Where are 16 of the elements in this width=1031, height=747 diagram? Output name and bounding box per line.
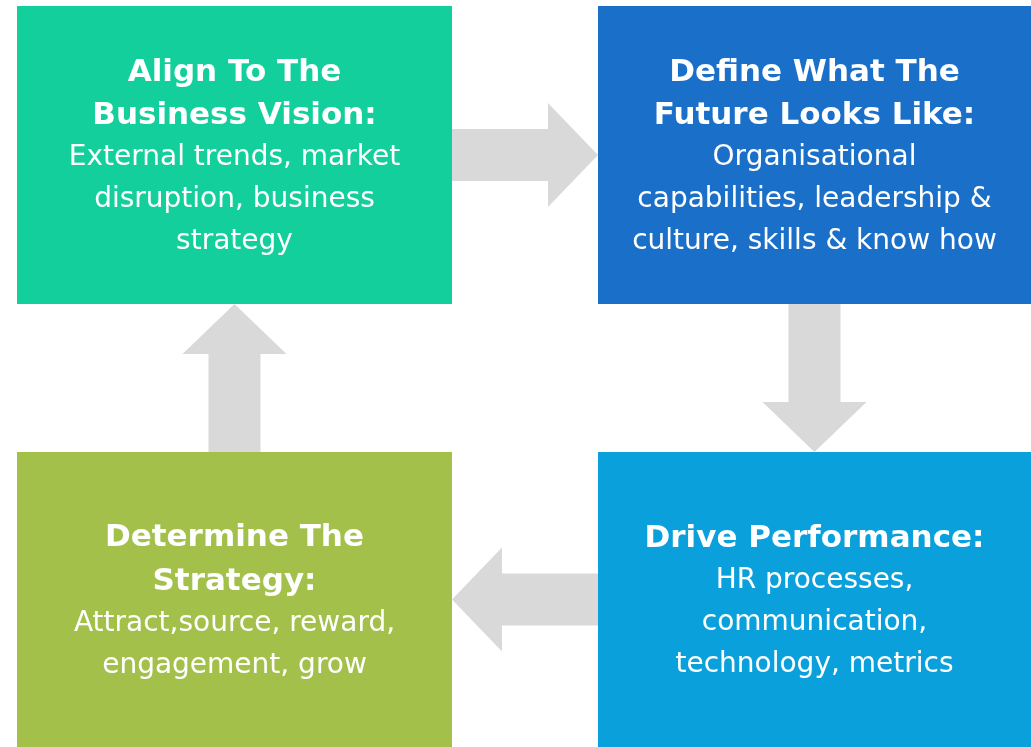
step-description: HR processes, communication, technology, metrics xyxy=(674,561,955,682)
block-arrow xyxy=(182,304,287,452)
step-heading: Determine The Strategy: xyxy=(104,516,365,599)
step-box xyxy=(598,452,1031,747)
step-description: External trends, market disruption, business strategy xyxy=(67,138,402,259)
step-box xyxy=(598,6,1031,304)
step-heading: Define What The Future Looks Like: xyxy=(652,50,977,133)
step-box xyxy=(17,6,452,304)
step-heading: Align To The Business Vision: xyxy=(91,50,378,133)
block-arrow xyxy=(452,547,598,652)
step-heading: Drive Performance: xyxy=(644,516,985,556)
step-box xyxy=(17,452,452,747)
block-arrow xyxy=(762,304,867,452)
step-description: Organisational capabilities, leadership & culture, skills & know how xyxy=(631,138,998,259)
step-description: Attract,source, reward, engagement, grow xyxy=(72,603,397,682)
block-arrow xyxy=(452,103,598,207)
